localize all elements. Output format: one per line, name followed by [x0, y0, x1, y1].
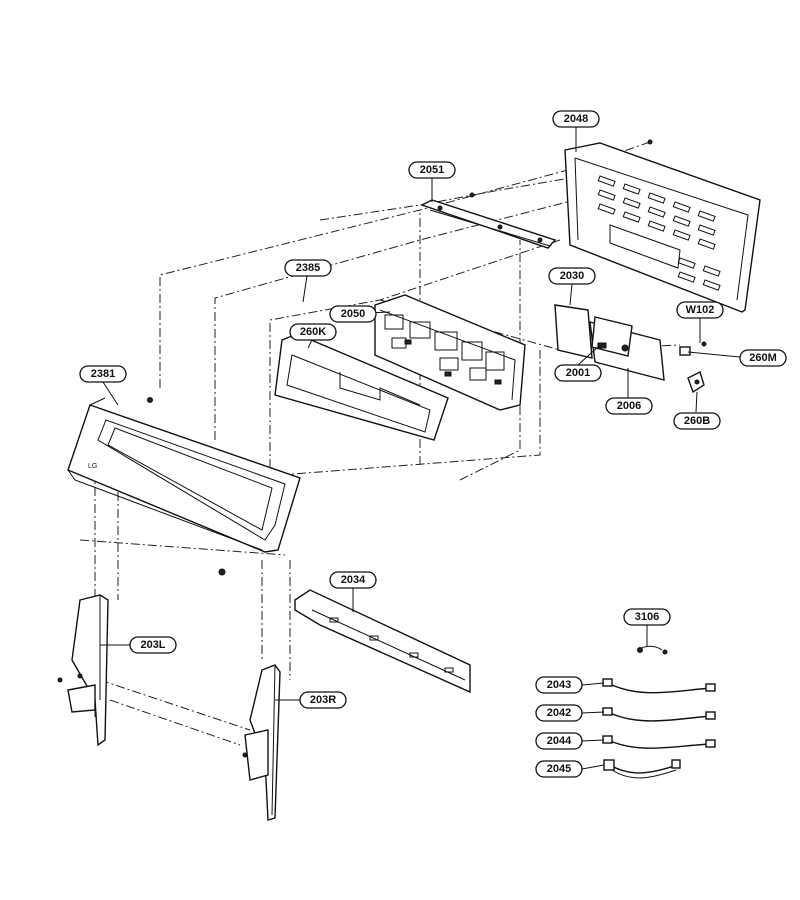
callout-2042[interactable]: 2042 [535, 704, 583, 722]
callout-2030[interactable]: 2030 [548, 267, 596, 285]
callout-2001[interactable]: 2001 [554, 364, 602, 382]
callout-2043[interactable]: 2043 [535, 676, 583, 694]
part-2381-control-panel: LG [67, 397, 301, 576]
callout-label: 2001 [566, 367, 590, 379]
callout-2381[interactable]: 2381 [79, 365, 127, 383]
part-2030-2006-module [554, 304, 665, 381]
callout-2385[interactable]: 2385 [284, 259, 332, 277]
callout-203L[interactable]: 203L [129, 636, 177, 654]
harness-2044 [602, 735, 716, 749]
callout-2006[interactable]: 2006 [605, 397, 653, 415]
callout-2050[interactable]: 2050 [329, 305, 377, 323]
callout-label: 260M [749, 352, 777, 364]
callout-label: 2030 [560, 270, 584, 282]
harness-2042 [602, 707, 716, 722]
callout-label: 2042 [547, 707, 571, 719]
part-3106-sensor [637, 645, 668, 655]
callout-label: 2006 [617, 400, 641, 412]
callout-label: 3106 [635, 611, 659, 623]
part-260M-260B [679, 341, 707, 394]
callout-260B[interactable]: 260B [673, 412, 721, 430]
callout-label: 260K [300, 326, 326, 338]
callout-W102[interactable]: W102 [676, 301, 724, 319]
callout-label: 2045 [547, 763, 571, 775]
harness-2045 [603, 759, 681, 779]
callout-2051[interactable]: 2051 [408, 161, 456, 179]
callout-260K[interactable]: 260K [289, 323, 337, 341]
callout-203R[interactable]: 203R [299, 691, 347, 709]
part-2051-bracket [420, 192, 557, 249]
callout-2034[interactable]: 2034 [329, 571, 377, 589]
part-203L-left-bracket [57, 594, 109, 747]
callout-label: 203L [140, 639, 165, 651]
callout-label: W102 [686, 304, 715, 316]
callout-label: 2043 [547, 679, 571, 691]
callout-2044[interactable]: 2044 [535, 732, 583, 750]
callout-label: 2385 [296, 262, 320, 274]
part-2050-control-board [374, 294, 526, 411]
callout-2048[interactable]: 2048 [552, 110, 600, 128]
callout-label: 2044 [547, 735, 572, 747]
callout-label: 2034 [341, 574, 366, 586]
callout-2045[interactable]: 2045 [535, 760, 583, 778]
svg-text:LG: LG [88, 463, 97, 470]
callout-260M[interactable]: 260M [739, 349, 787, 367]
callout-label: 2048 [564, 113, 588, 125]
part-203R-right-bracket [242, 664, 281, 821]
callout-label: 2381 [91, 368, 115, 380]
harness-2043 [602, 678, 716, 694]
part-2034-trim [294, 589, 471, 694]
callout-label: 203R [310, 694, 336, 706]
callout-label: 2051 [420, 164, 444, 176]
callout-label: 2050 [341, 308, 365, 320]
callout-3106[interactable]: 3106 [623, 608, 671, 626]
part-2048-rear-panel [564, 139, 761, 313]
callout-label: 260B [684, 415, 710, 427]
